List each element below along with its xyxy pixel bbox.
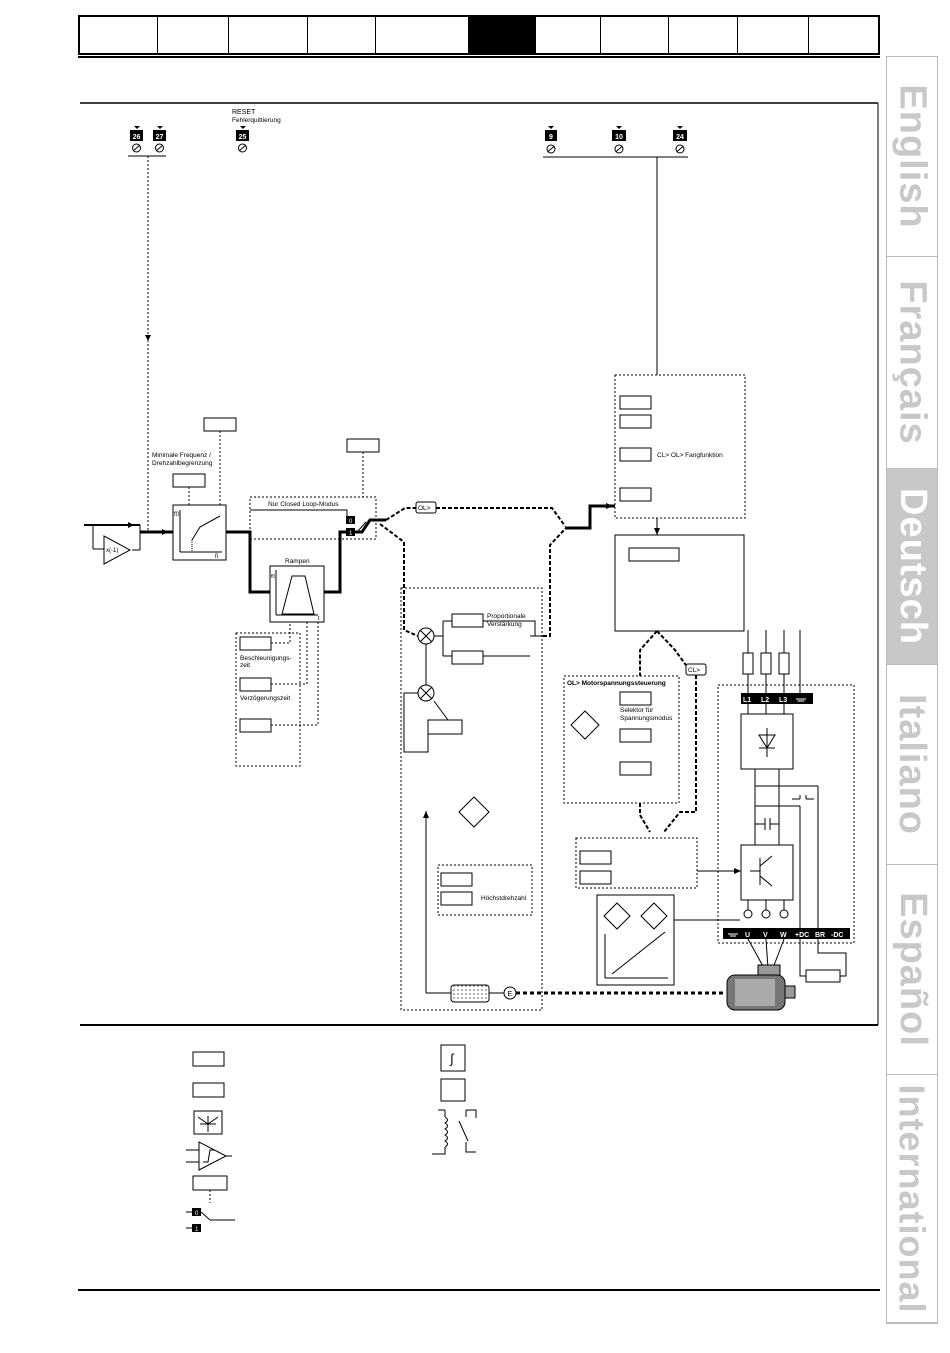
header-cell-active: [469, 17, 536, 53]
invert-amplifier: [103, 535, 132, 565]
ramp-params-box: [235, 632, 301, 767]
f0-label: f0: [174, 512, 180, 518]
ramps-t-label: t: [318, 616, 320, 622]
mode-diamond: [570, 710, 600, 740]
bottom-rule: [78, 1289, 880, 1291]
terminal-10-label: 10: [615, 134, 623, 141]
cl-tag: CL>: [688, 667, 700, 674]
voltage-mode-label-2: Spannungsmodus: [620, 715, 673, 722]
selector-0: 0: [349, 519, 353, 525]
terminal-br: BR: [815, 932, 825, 939]
terminal-l2: L2: [761, 697, 769, 704]
header-cell: [738, 17, 810, 53]
catch-spinning-label: CL> OL> Fangfunktion: [657, 452, 723, 459]
legend-param-box-2: [192, 1082, 225, 1098]
vf-curve-box: [596, 894, 675, 986]
ramps-f0-label: f0: [271, 574, 275, 580]
legend-comparator-symbol: [186, 1141, 232, 1171]
inverter: [740, 844, 794, 901]
legend-selector-1: 1: [195, 1227, 199, 1233]
legend-param-box-1: [192, 1051, 225, 1067]
ol-motor-voltage-label: OL> Motorspannungssteuerung: [567, 680, 666, 687]
terminal-24-label: 24: [676, 134, 684, 141]
terminal-u: U: [745, 932, 750, 939]
prop-gain-label-1: Proportionale: [487, 613, 526, 620]
ramps-label: Rampen: [285, 558, 310, 565]
closed-loop-only-label: Nur Closed Loop-Modus: [268, 501, 339, 508]
prop-gain-label-2: Verstärkung: [487, 621, 522, 628]
terminal-dc-minus: -DC: [831, 932, 843, 939]
output-terminals: [723, 928, 850, 939]
tab-international[interactable]: International: [887, 1075, 937, 1323]
header-strip: [78, 15, 880, 55]
terminal-l1: L1: [743, 697, 751, 704]
header-cell: [158, 17, 229, 53]
terminal-25[interactable]: 25: [236, 126, 249, 153]
header-cell: [80, 17, 158, 53]
max-speed-label: Höchstdrehzahl: [481, 895, 527, 902]
reset-subtitle: Fehlerquittierung: [232, 117, 281, 124]
tab-italiano[interactable]: Italiano: [887, 665, 937, 865]
terminal-26-label: 26: [133, 134, 141, 141]
power-section-box: [717, 684, 855, 944]
motor: [726, 964, 796, 1011]
min-freq-label-1: Minimale Frequenz /: [152, 452, 211, 459]
terminal-27-label: 27: [156, 134, 164, 141]
terminal-26[interactable]: 26: [130, 126, 143, 153]
top-rule: [78, 56, 880, 58]
decel-label: Verzögerungszeit: [240, 695, 290, 702]
closed-loop-area: [400, 587, 543, 1011]
header-cell: [229, 17, 309, 53]
min-freq-block: [172, 504, 227, 561]
legend-empty-box: [440, 1078, 466, 1102]
tab-deutsch[interactable]: Deutsch: [887, 469, 937, 665]
header-cell: [536, 17, 601, 53]
selector-1: 1: [349, 531, 353, 537]
legend-relay-symbol: [432, 1109, 477, 1155]
ol-tag: OL>: [418, 505, 431, 512]
brake-resistor: [805, 969, 841, 983]
voltage-mode-label-1: Selektor für: [620, 707, 654, 714]
legend-param-box-3: [192, 1175, 228, 1191]
header-cell: [601, 17, 669, 53]
terminal-dc-plus: +DC: [795, 932, 809, 939]
header-cell: [669, 17, 739, 53]
min-freq-label-2: Drehzahlbegrenzung: [152, 460, 213, 467]
invert-label: x(-1): [106, 548, 118, 554]
terminal-w: W: [780, 932, 787, 939]
header-cell: [376, 17, 470, 53]
legend-selector-symbol: 0 1: [186, 1208, 235, 1233]
reset-title: RESET: [232, 109, 256, 116]
terminal-9-label: 9: [549, 134, 553, 141]
accel-label-2: zeit: [240, 662, 250, 669]
legend-selector-0: 0: [195, 1211, 199, 1217]
comparator-diamond: [458, 796, 490, 828]
encoder-connector: [450, 984, 490, 1003]
fi-label: fi: [215, 554, 218, 560]
tab-espanol[interactable]: Español: [887, 865, 937, 1075]
header-cell: [308, 17, 377, 53]
terminal-10[interactable]: 10: [612, 126, 626, 154]
accel-label-1: Beschleunigungs-: [240, 655, 292, 662]
terminal-24[interactable]: 24: [673, 126, 687, 154]
encoder-label: E: [508, 991, 513, 998]
legend-integrator-symbol: ∫: [449, 1051, 455, 1066]
supply-terminals: [741, 693, 813, 704]
terminal-27[interactable]: 27: [153, 126, 166, 153]
legend-integrator: [440, 1044, 466, 1072]
tab-english[interactable]: English: [887, 57, 937, 257]
terminal-9[interactable]: 9: [545, 126, 557, 154]
language-tabs: [886, 56, 938, 1324]
terminal-v: V: [763, 932, 768, 939]
ramps-block: [269, 565, 325, 623]
terminal-25-label: 25: [239, 134, 247, 141]
tab-francais[interactable]: Français: [887, 257, 937, 469]
rectifier: [740, 713, 794, 770]
terminal-l3: L3: [779, 697, 787, 704]
